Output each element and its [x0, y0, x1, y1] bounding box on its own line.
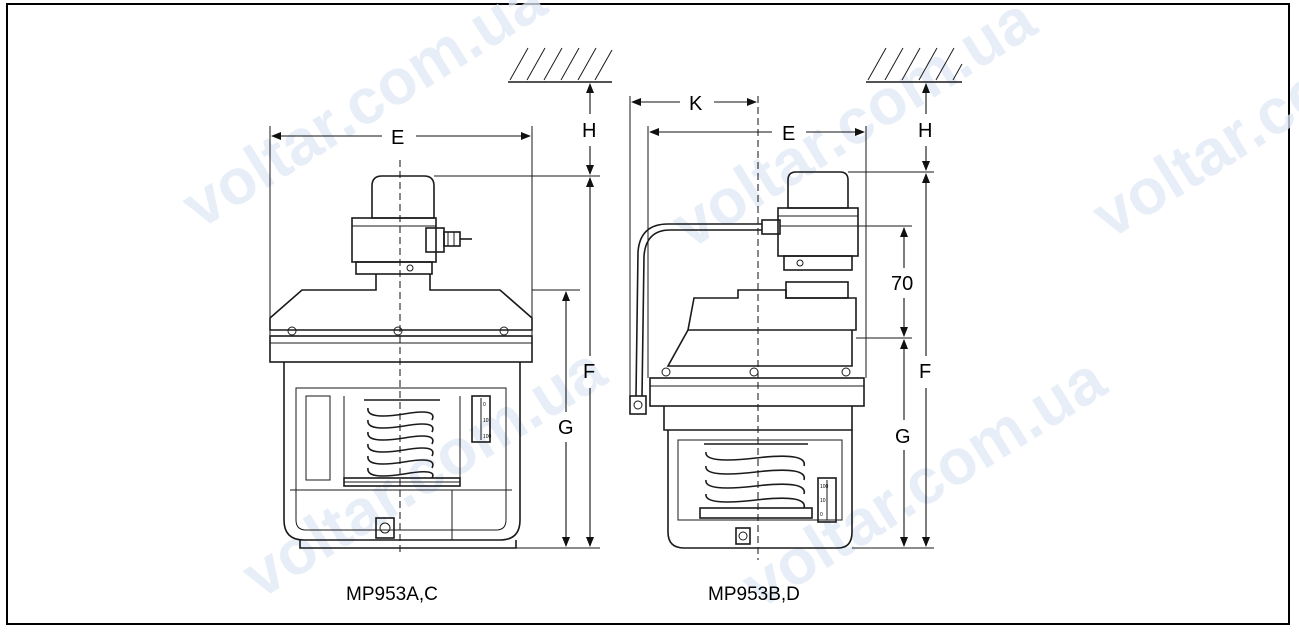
dimension-label-h: H	[582, 120, 596, 142]
watermark-text: voltar.com.ua	[169, 0, 557, 242]
dimension-label-h: H	[918, 120, 932, 142]
drain-plug-right	[735, 527, 751, 545]
watermark-text: voltar.com.ua	[729, 342, 1117, 622]
ceiling-hatch-right	[866, 47, 963, 83]
scale-tick-label: 0	[483, 402, 486, 408]
stroke-scale-right: 100 10 0	[817, 477, 837, 523]
watermark-group: voltar.com.ua voltar.com.ua voltar.com.u…	[169, 0, 1299, 622]
watermark-text: voltar.com.ua	[659, 0, 1047, 262]
dimension-label-k: K	[689, 93, 703, 115]
stroke-scale-left: 0 10 100	[471, 395, 492, 443]
scale-tick-label: 100	[820, 484, 829, 490]
scale-tick-label: 0	[820, 512, 823, 518]
flange	[269, 335, 533, 363]
upper-housing	[687, 289, 857, 331]
pressure-tube	[629, 219, 781, 415]
dimension-label-g: G	[895, 426, 911, 448]
ceiling-hatch-left	[508, 47, 613, 83]
motor-head	[777, 207, 859, 257]
left-actuator-drawing: 0 10 100 E H F G	[269, 47, 613, 556]
lower-body	[283, 362, 521, 541]
actuator-cap	[371, 175, 435, 219]
lower-body	[667, 430, 853, 549]
dimension-label-e: E	[782, 123, 795, 145]
dimension-label-g: G	[558, 417, 574, 439]
watermark-text: voltar.com.ua	[1079, 0, 1299, 252]
drain-plug-left	[375, 517, 395, 539]
upper-housing	[269, 274, 533, 331]
motor-head	[351, 217, 437, 263]
scale-tick-label: 10	[820, 498, 826, 504]
right-actuator-drawing: 100 10 0 K E H 70	[629, 47, 963, 560]
spring-right	[699, 443, 813, 519]
spring-left	[343, 396, 461, 487]
dimension-label-f: F	[583, 361, 595, 383]
scale-tick-label: 100	[483, 434, 492, 440]
dimension-label-f: F	[919, 361, 931, 383]
caption-left: MP953A,C	[346, 584, 438, 605]
flange	[649, 377, 865, 407]
drawing-frame	[6, 3, 1290, 625]
scale-tick-label: 10	[483, 418, 489, 424]
side-fitting-left	[425, 227, 472, 253]
dimension-label-70: 70	[891, 273, 913, 295]
caption-right: MP953B,D	[708, 584, 800, 605]
dimension-label-e: E	[391, 127, 404, 149]
actuator-cap	[787, 171, 849, 209]
